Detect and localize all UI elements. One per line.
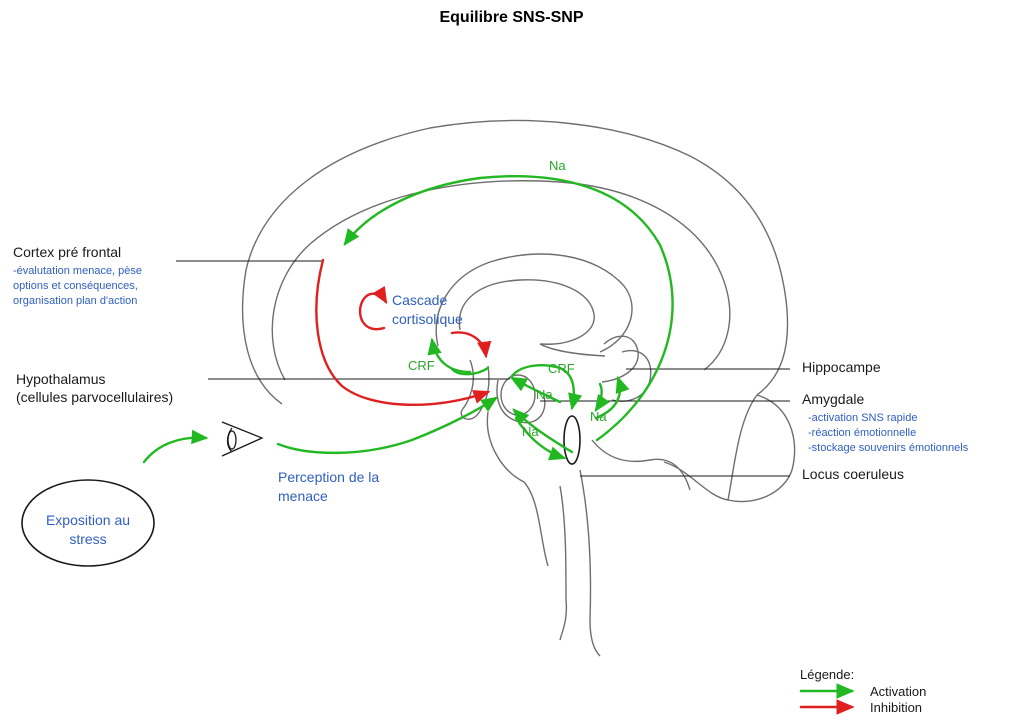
- arrow-cascade-loop: [358, 285, 388, 331]
- perception-line: Perception de la: [278, 469, 380, 485]
- legend-title: Légende:: [800, 667, 855, 682]
- arrow-na-3: [514, 416, 567, 461]
- brain-outline: [241, 119, 796, 657]
- cortex-note: -évalutation menace, pèse: [13, 265, 143, 277]
- label-na-top: Na: [549, 158, 566, 173]
- cortex-notes: -évalutation menace, pèse options et con…: [13, 264, 142, 309]
- arrow-exposition-eye: [142, 429, 209, 464]
- hypothalamus-line: Hypothalamus: [16, 371, 106, 387]
- label-hypothalamus: Hypothalamus (cellules parvocellulaires): [16, 370, 173, 406]
- activation-arrows: [142, 175, 674, 464]
- cortex-note: organisation plan d'action: [13, 295, 138, 307]
- label-locus: Locus coeruleus: [802, 466, 904, 482]
- page-title: Equilibre SNS-SNP: [439, 9, 584, 26]
- arrow-na-top: [343, 175, 674, 442]
- amygdale-note: -activation SNS rapide: [808, 412, 918, 424]
- label-crf-right: CRF: [548, 361, 575, 376]
- leader-lines: [176, 260, 790, 477]
- label-cascade: Cascade cortisolique: [392, 291, 463, 329]
- amygdale-note: -stockage souvenirs émotionnels: [808, 442, 969, 454]
- label-hippocampe: Hippocampe: [802, 359, 881, 375]
- cascade-line: cortisolique: [392, 311, 463, 327]
- hypothalamus-line: (cellules parvocellulaires): [16, 389, 174, 405]
- amygdale-notes: -activation SNS rapide -réaction émotion…: [808, 411, 968, 456]
- exposition-line: stress: [69, 531, 107, 547]
- cascade-line: Cascade: [392, 292, 448, 308]
- locus-coeruleus-shape: [563, 415, 581, 465]
- label-exposition: Exposition au stress: [22, 511, 154, 549]
- label-na-3: Na: [590, 409, 607, 424]
- label-crf-left: CRF: [408, 358, 435, 373]
- inhibition-arrows: [315, 258, 492, 407]
- arrow-hippocampe: [594, 375, 630, 420]
- arrow-na-2: [512, 408, 574, 454]
- arrow-na-1: [509, 376, 562, 404]
- arrow-crf-left: [427, 337, 472, 374]
- arrow-crf-right: [510, 364, 583, 411]
- label-perception: Perception de la menace: [278, 468, 379, 506]
- arrow-cascade-down: [450, 331, 492, 359]
- label-na-1: Na: [536, 387, 553, 402]
- label-na-2: Na: [522, 424, 539, 439]
- legend-arrows: [799, 683, 855, 715]
- amygdale-note: -réaction émotionnelle: [808, 427, 917, 439]
- exposition-line: Exposition au: [45, 512, 131, 528]
- legend-inhibition: Inhibition: [870, 700, 923, 715]
- exposition-ellipse: [21, 479, 155, 567]
- arrow-cortex-hypothalamus: [315, 258, 491, 407]
- arrow-perception: [276, 396, 498, 455]
- label-cortex: Cortex pré frontal: [13, 244, 122, 260]
- label-amygdale: Amygdale: [802, 391, 865, 407]
- eye-icon: [221, 421, 264, 457]
- perception-line: menace: [278, 488, 328, 504]
- legend-activation: Activation: [870, 684, 927, 699]
- cortex-note: options et conséquences,: [13, 280, 138, 292]
